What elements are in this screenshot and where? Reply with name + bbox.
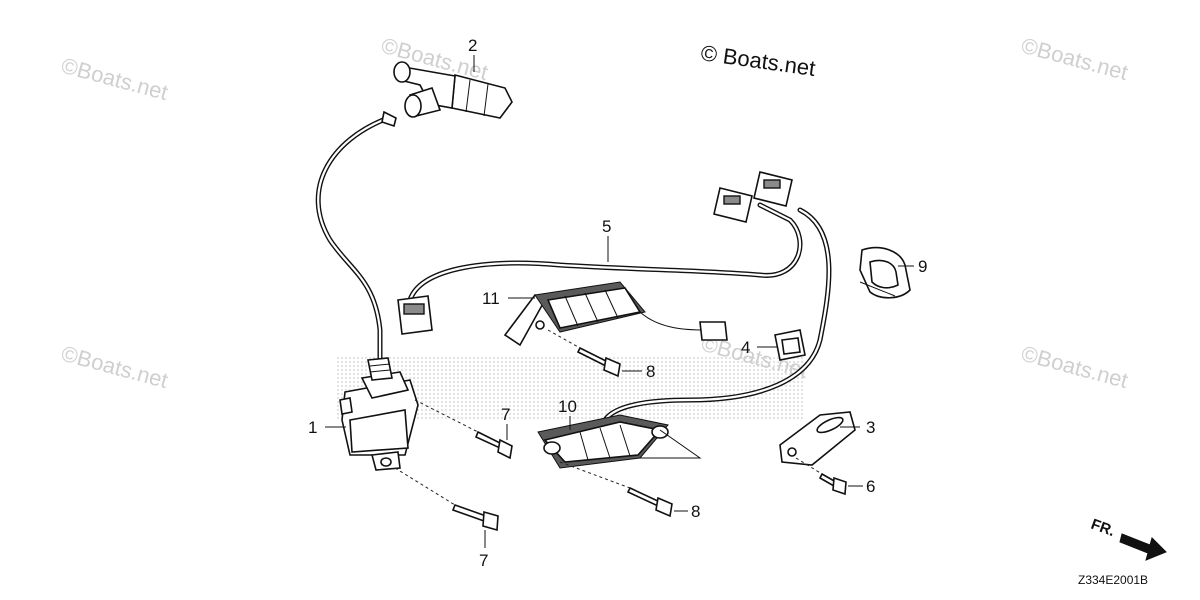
watermark-mid-left: ©Boats.net (59, 341, 171, 393)
callout-7-upper: 7 (501, 405, 510, 424)
wire-harness (397, 171, 832, 423)
callout-8-upper: 8 (646, 362, 655, 381)
callout-10: 10 (558, 397, 577, 416)
callout-6: 6 (866, 477, 875, 496)
bolt-8-upper (547, 329, 621, 378)
ignition-lead (315, 110, 397, 363)
ignition-coil (339, 357, 419, 471)
bracket-plate (779, 411, 856, 466)
callout-9: 9 (918, 257, 927, 276)
callout-2: 2 (468, 36, 477, 55)
callout-1: 1 (308, 418, 317, 437)
spark-plug-cap (393, 61, 513, 119)
callout-11: 11 (482, 289, 500, 308)
callout-7-lower: 7 (479, 551, 488, 570)
callout-4: 4 (741, 338, 750, 357)
diagram-code: Z334E2001B (1078, 573, 1148, 587)
callout-8-lower: 8 (691, 502, 700, 521)
bolt-7-lower (394, 467, 499, 532)
exciter-coil-upper (503, 281, 728, 347)
exciter-coil-lower (537, 414, 702, 469)
bolt-8-lower (559, 461, 673, 518)
grommet (774, 329, 806, 361)
bolt-7-upper (414, 399, 513, 460)
callout-5: 5 (602, 217, 611, 236)
front-label: FR. (1089, 516, 1118, 540)
leader-lines (325, 55, 914, 548)
brand-watermark: © Boats.net (699, 40, 817, 81)
callout-labels: 2 1 3 4 5 6 7 7 8 8 9 10 11 (308, 36, 927, 570)
watermark-top-left: ©Boats.net (59, 53, 171, 105)
watermark-top-right: ©Boats.net (1019, 33, 1131, 85)
cable-clamp (859, 246, 911, 299)
bolt-6 (795, 457, 847, 496)
front-direction-indicator: FR. (1089, 516, 1167, 561)
watermark-mid-right: ©Boats.net (1019, 341, 1131, 393)
front-arrow-icon (1119, 533, 1167, 561)
callout-3: 3 (866, 418, 875, 437)
